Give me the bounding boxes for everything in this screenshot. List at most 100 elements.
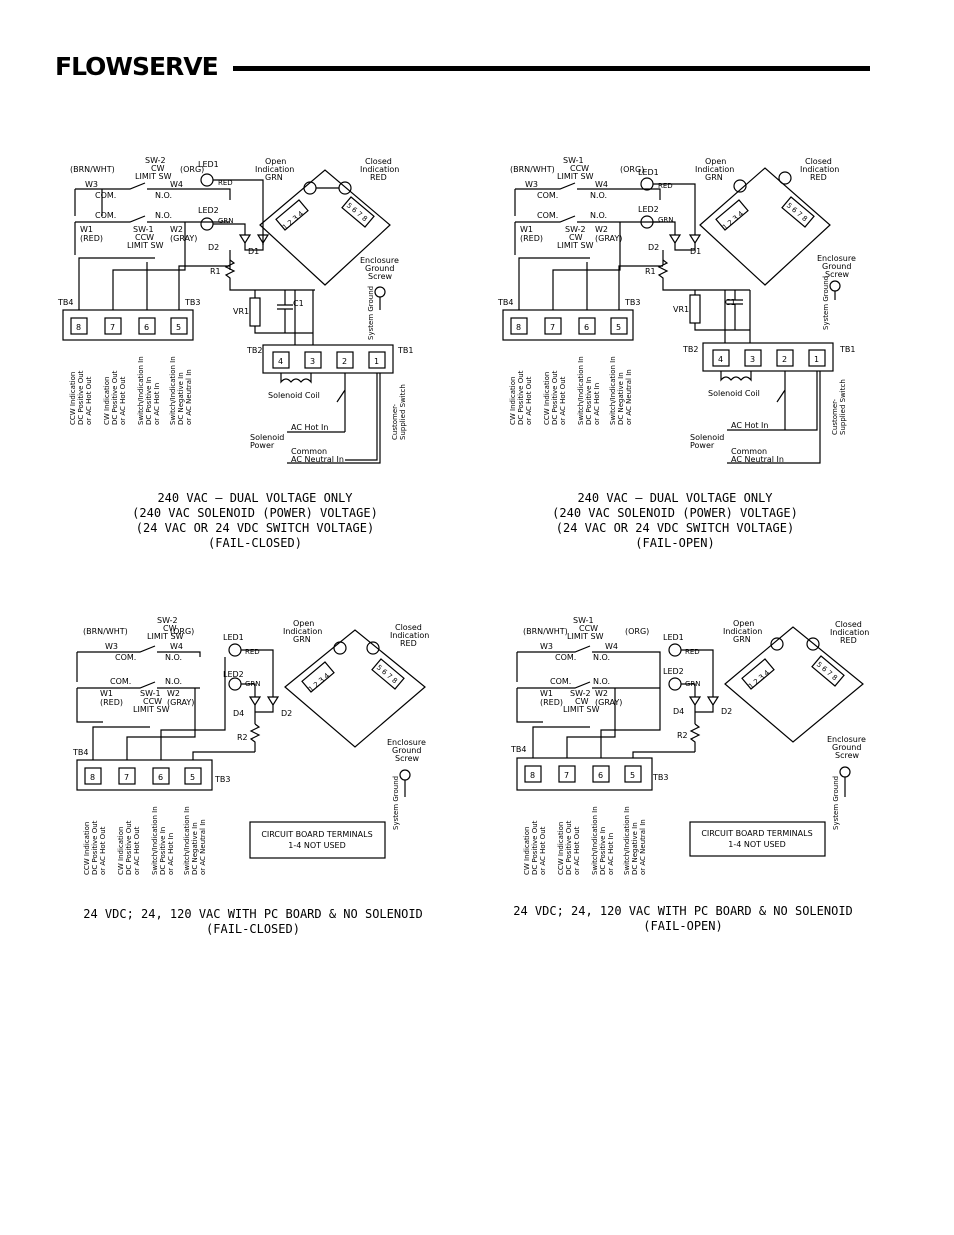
svg-text:Switch/Indication In: Switch/Indication In <box>623 806 631 875</box>
svg-text:DC Positive In: DC Positive In <box>145 377 153 425</box>
svg-text:W3: W3 <box>540 642 553 651</box>
svg-text:(RED): (RED) <box>540 698 563 707</box>
svg-text:W2: W2 <box>170 225 183 234</box>
svg-text:N.O.: N.O. <box>590 191 607 200</box>
circuit-board-note <box>249 821 386 859</box>
led1-icon <box>200 173 214 187</box>
svg-text:Customer-: Customer- <box>391 403 399 440</box>
svg-text:or AC Neutral In: or AC Neutral In <box>199 819 207 875</box>
svg-text:DC Positive Out: DC Positive Out <box>125 820 133 875</box>
svg-text:or AC Neutral In: or AC Neutral In <box>639 819 647 875</box>
svg-text:TB2: TB2 <box>682 345 698 354</box>
svg-text:TB4: TB4 <box>72 748 88 757</box>
svg-text:N.O.: N.O. <box>593 653 610 662</box>
svg-text:Power: Power <box>690 441 715 450</box>
svg-text:D2: D2 <box>648 243 659 252</box>
svg-text:24 VDC; 24, 120 VAC WITH PC BO: 24 VDC; 24, 120 VAC WITH PC BOARD & NO S… <box>83 907 423 921</box>
svg-text:Solenoid Coil: Solenoid Coil <box>268 391 320 400</box>
svg-text:(RED): (RED) <box>520 234 543 243</box>
svg-text:Ground: Ground <box>392 746 421 755</box>
svg-text:GRN: GRN <box>705 173 723 182</box>
svg-text:Closed: Closed <box>365 157 392 166</box>
led2-label: LED2 <box>198 206 219 215</box>
svg-text:3: 3 <box>750 355 755 364</box>
svg-text:7: 7 <box>124 773 129 782</box>
svg-text:CW: CW <box>151 164 165 173</box>
svg-text:(ORG): (ORG) <box>620 165 644 174</box>
svg-text:SW-1: SW-1 <box>133 225 154 234</box>
svg-text:or AC Hot In: or AC Hot In <box>607 833 615 875</box>
svg-text:5: 5 <box>630 771 635 780</box>
svg-text:TB4: TB4 <box>57 298 73 307</box>
svg-text:Screw: Screw <box>825 270 850 279</box>
svg-text:AC Neutral In: AC Neutral In <box>731 455 784 464</box>
svg-text:CW Indication: CW Indication <box>117 827 125 875</box>
svg-text:W1: W1 <box>100 689 113 698</box>
svg-text:Open: Open <box>293 619 314 628</box>
svg-text:GRN: GRN <box>658 216 674 224</box>
diode-d2-icon <box>238 234 252 245</box>
svg-text:TB4: TB4 <box>510 745 526 754</box>
svg-text:N.O.: N.O. <box>165 653 182 662</box>
svg-text:or AC Hot Out: or AC Hot Out <box>119 376 127 425</box>
svg-text:or AC Hot Out: or AC Hot Out <box>559 376 567 425</box>
svg-text:W4: W4 <box>595 180 608 189</box>
svg-text:D4: D4 <box>673 707 684 716</box>
svg-text:or AC Hot In: or AC Hot In <box>167 833 175 875</box>
svg-text:TB3: TB3 <box>184 298 200 307</box>
svg-text:Switch/Indication In: Switch/Indication In <box>137 356 145 425</box>
svg-text:LED2: LED2 <box>663 667 684 676</box>
svg-text:R2: R2 <box>237 733 248 742</box>
svg-text:Indication: Indication <box>390 631 429 640</box>
wiring-diagram-fail-open-solenoid: SW-1 CCW LIMIT SW (BRN/WHT) (ORG) W3 W4 … <box>497 156 856 550</box>
svg-text:CW: CW <box>575 697 589 706</box>
svg-text:Indication: Indication <box>360 165 399 174</box>
sw-top-label: SW-2 <box>145 156 166 165</box>
svg-text:AC Neutral In: AC Neutral In <box>291 455 344 464</box>
svg-text:RED: RED <box>245 648 260 656</box>
svg-text:TB2: TB2 <box>246 346 262 355</box>
svg-text:or AC Hot Out: or AC Hot Out <box>133 826 141 875</box>
svg-text:C1: C1 <box>725 298 736 307</box>
svg-text:Switch/Indication In: Switch/Indication In <box>151 806 159 875</box>
wiring-diagram-fail-closed-no-solenoid: SW-2 CW LIMIT SW (BRN/WHT) (ORG) W3 W4 C… <box>72 616 429 936</box>
svg-text:TB3: TB3 <box>624 298 640 307</box>
svg-text:D2: D2 <box>208 243 219 252</box>
svg-text:SW-2: SW-2 <box>157 616 178 625</box>
svg-text:(ORG): (ORG) <box>625 627 649 636</box>
varistor-vr1 <box>249 297 261 327</box>
svg-text:(24 VAC OR 24 VDC SWITCH VOLTA: (24 VAC OR 24 VDC SWITCH VOLTAGE) <box>136 521 374 535</box>
svg-text:5: 5 <box>190 773 195 782</box>
svg-text:W3: W3 <box>525 180 538 189</box>
svg-text:or AC Hot In: or AC Hot In <box>593 383 601 425</box>
svg-text:(BRN/WHT): (BRN/WHT) <box>510 165 555 174</box>
svg-text:DC Positive In: DC Positive In <box>585 377 593 425</box>
svg-text:LIMIT SW: LIMIT SW <box>557 172 594 181</box>
svg-text:DC Positive Out: DC Positive Out <box>551 370 559 425</box>
svg-text:1-4 NOT USED: 1-4 NOT USED <box>288 841 345 850</box>
svg-text:DC Positive Out: DC Positive Out <box>111 370 119 425</box>
svg-text:(ORG): (ORG) <box>170 627 194 636</box>
svg-text:(BRN/WHT): (BRN/WHT) <box>83 627 128 636</box>
svg-text:N.O.: N.O. <box>165 677 182 686</box>
svg-text:AC Hot In: AC Hot In <box>731 421 768 430</box>
svg-text:7: 7 <box>110 323 115 332</box>
svg-text:Switch/Indication In: Switch/Indication In <box>577 356 585 425</box>
svg-text:COM.: COM. <box>95 191 116 200</box>
svg-text:DC Positive Out: DC Positive Out <box>531 820 539 875</box>
svg-text:(FAIL-OPEN): (FAIL-OPEN) <box>643 919 722 933</box>
svg-text:W2: W2 <box>595 689 608 698</box>
svg-text:GRN: GRN <box>265 173 283 182</box>
svg-text:TB3: TB3 <box>214 775 230 784</box>
svg-text:(FAIL-CLOSED): (FAIL-CLOSED) <box>208 536 302 550</box>
svg-text:W1: W1 <box>520 225 533 234</box>
svg-text:Enclosure: Enclosure <box>387 738 426 747</box>
svg-text:W1: W1 <box>80 225 93 234</box>
svg-text:Ground: Ground <box>822 262 851 271</box>
svg-text:4: 4 <box>278 357 283 366</box>
svg-text:LIMIT SW: LIMIT SW <box>567 632 604 641</box>
svg-text:RED: RED <box>810 173 827 182</box>
svg-text:LIMIT SW: LIMIT SW <box>557 241 594 250</box>
svg-text:CIRCUIT BOARD TERMINALS: CIRCUIT BOARD TERMINALS <box>701 829 812 838</box>
svg-text:or AC Hot In: or AC Hot In <box>153 383 161 425</box>
